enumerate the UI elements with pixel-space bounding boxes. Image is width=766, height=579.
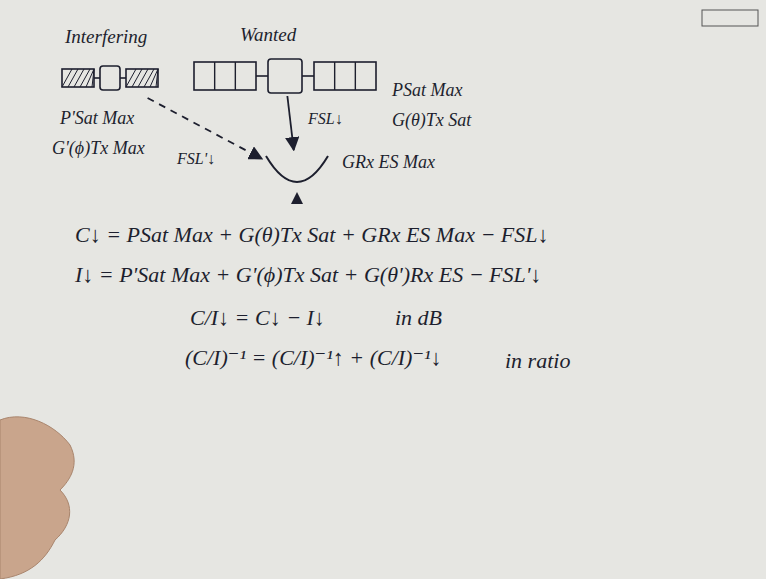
panel-hatch [144, 69, 154, 87]
dish-mount [291, 192, 303, 204]
equation-text: in dB [395, 305, 442, 330]
panel-hatch [62, 69, 72, 87]
panel-hatch [86, 69, 94, 87]
parameter-label: G'(ϕ)Tx Max [52, 138, 145, 159]
panel-hatch [92, 69, 94, 87]
satellite-title: Interfering [65, 26, 147, 48]
equation-text: C/I↓ = C↓ − I↓ [190, 305, 325, 330]
panel-hatch [126, 69, 136, 87]
solar-panel [62, 69, 94, 87]
earth-station-node: GRx ES Max [262, 150, 432, 210]
panel-cell-line [235, 62, 236, 90]
satellite-node: Wanted [185, 24, 385, 96]
satellite-icon [55, 58, 165, 98]
panel-hatch [132, 69, 142, 87]
satellite-icon [185, 56, 385, 96]
signal-path [287, 96, 293, 150]
panel-hatch [138, 69, 148, 87]
corner-stamp [702, 10, 758, 26]
solar-panel [314, 62, 376, 90]
equation-text: I↓ = P'Sat Max + G'(ϕ)Tx Sat + G(θ')Rx E… [75, 262, 541, 287]
panel-hatch [68, 69, 78, 87]
satellite-body [100, 66, 120, 90]
satellite-node: Interfering [55, 26, 165, 98]
panel-boom [94, 77, 100, 79]
equation-text: (C/I)⁻¹ = (C/I)⁻¹↑ + (C/I)⁻¹↓ [185, 345, 442, 370]
parameter-label: P'Sat Max [60, 108, 134, 129]
panel-hatch [150, 69, 158, 87]
panel-boom [256, 75, 268, 77]
panel-hatch [74, 69, 84, 87]
equation-text: C↓ = PSat Max + G(θ)Tx Sat + GRx ES Max … [75, 222, 548, 247]
solar-panel [126, 69, 158, 87]
presenter-hand [0, 417, 74, 579]
path-loss-label: FSL'↓ [175, 150, 217, 168]
gain-label: GRx ES Max [342, 152, 435, 173]
panel-hatch [156, 69, 158, 87]
panel-hatch [80, 69, 90, 87]
parameter-label: PSat Max [392, 80, 462, 101]
panel-cell-line [355, 62, 356, 90]
parameter-label: G(θ)Tx Sat [392, 110, 471, 131]
panel-cell-line [334, 62, 335, 90]
panel-boom [302, 75, 314, 77]
dish-antenna [262, 150, 332, 205]
satellite-title: Wanted [240, 24, 296, 46]
panel-boom [120, 77, 126, 79]
dish-reflector [266, 156, 328, 182]
equation-text: in ratio [505, 348, 570, 373]
satellite-body [268, 59, 302, 93]
path-loss-label: FSL↓ [306, 110, 345, 128]
solar-panel [194, 62, 256, 90]
panel-cell-line [214, 62, 215, 90]
